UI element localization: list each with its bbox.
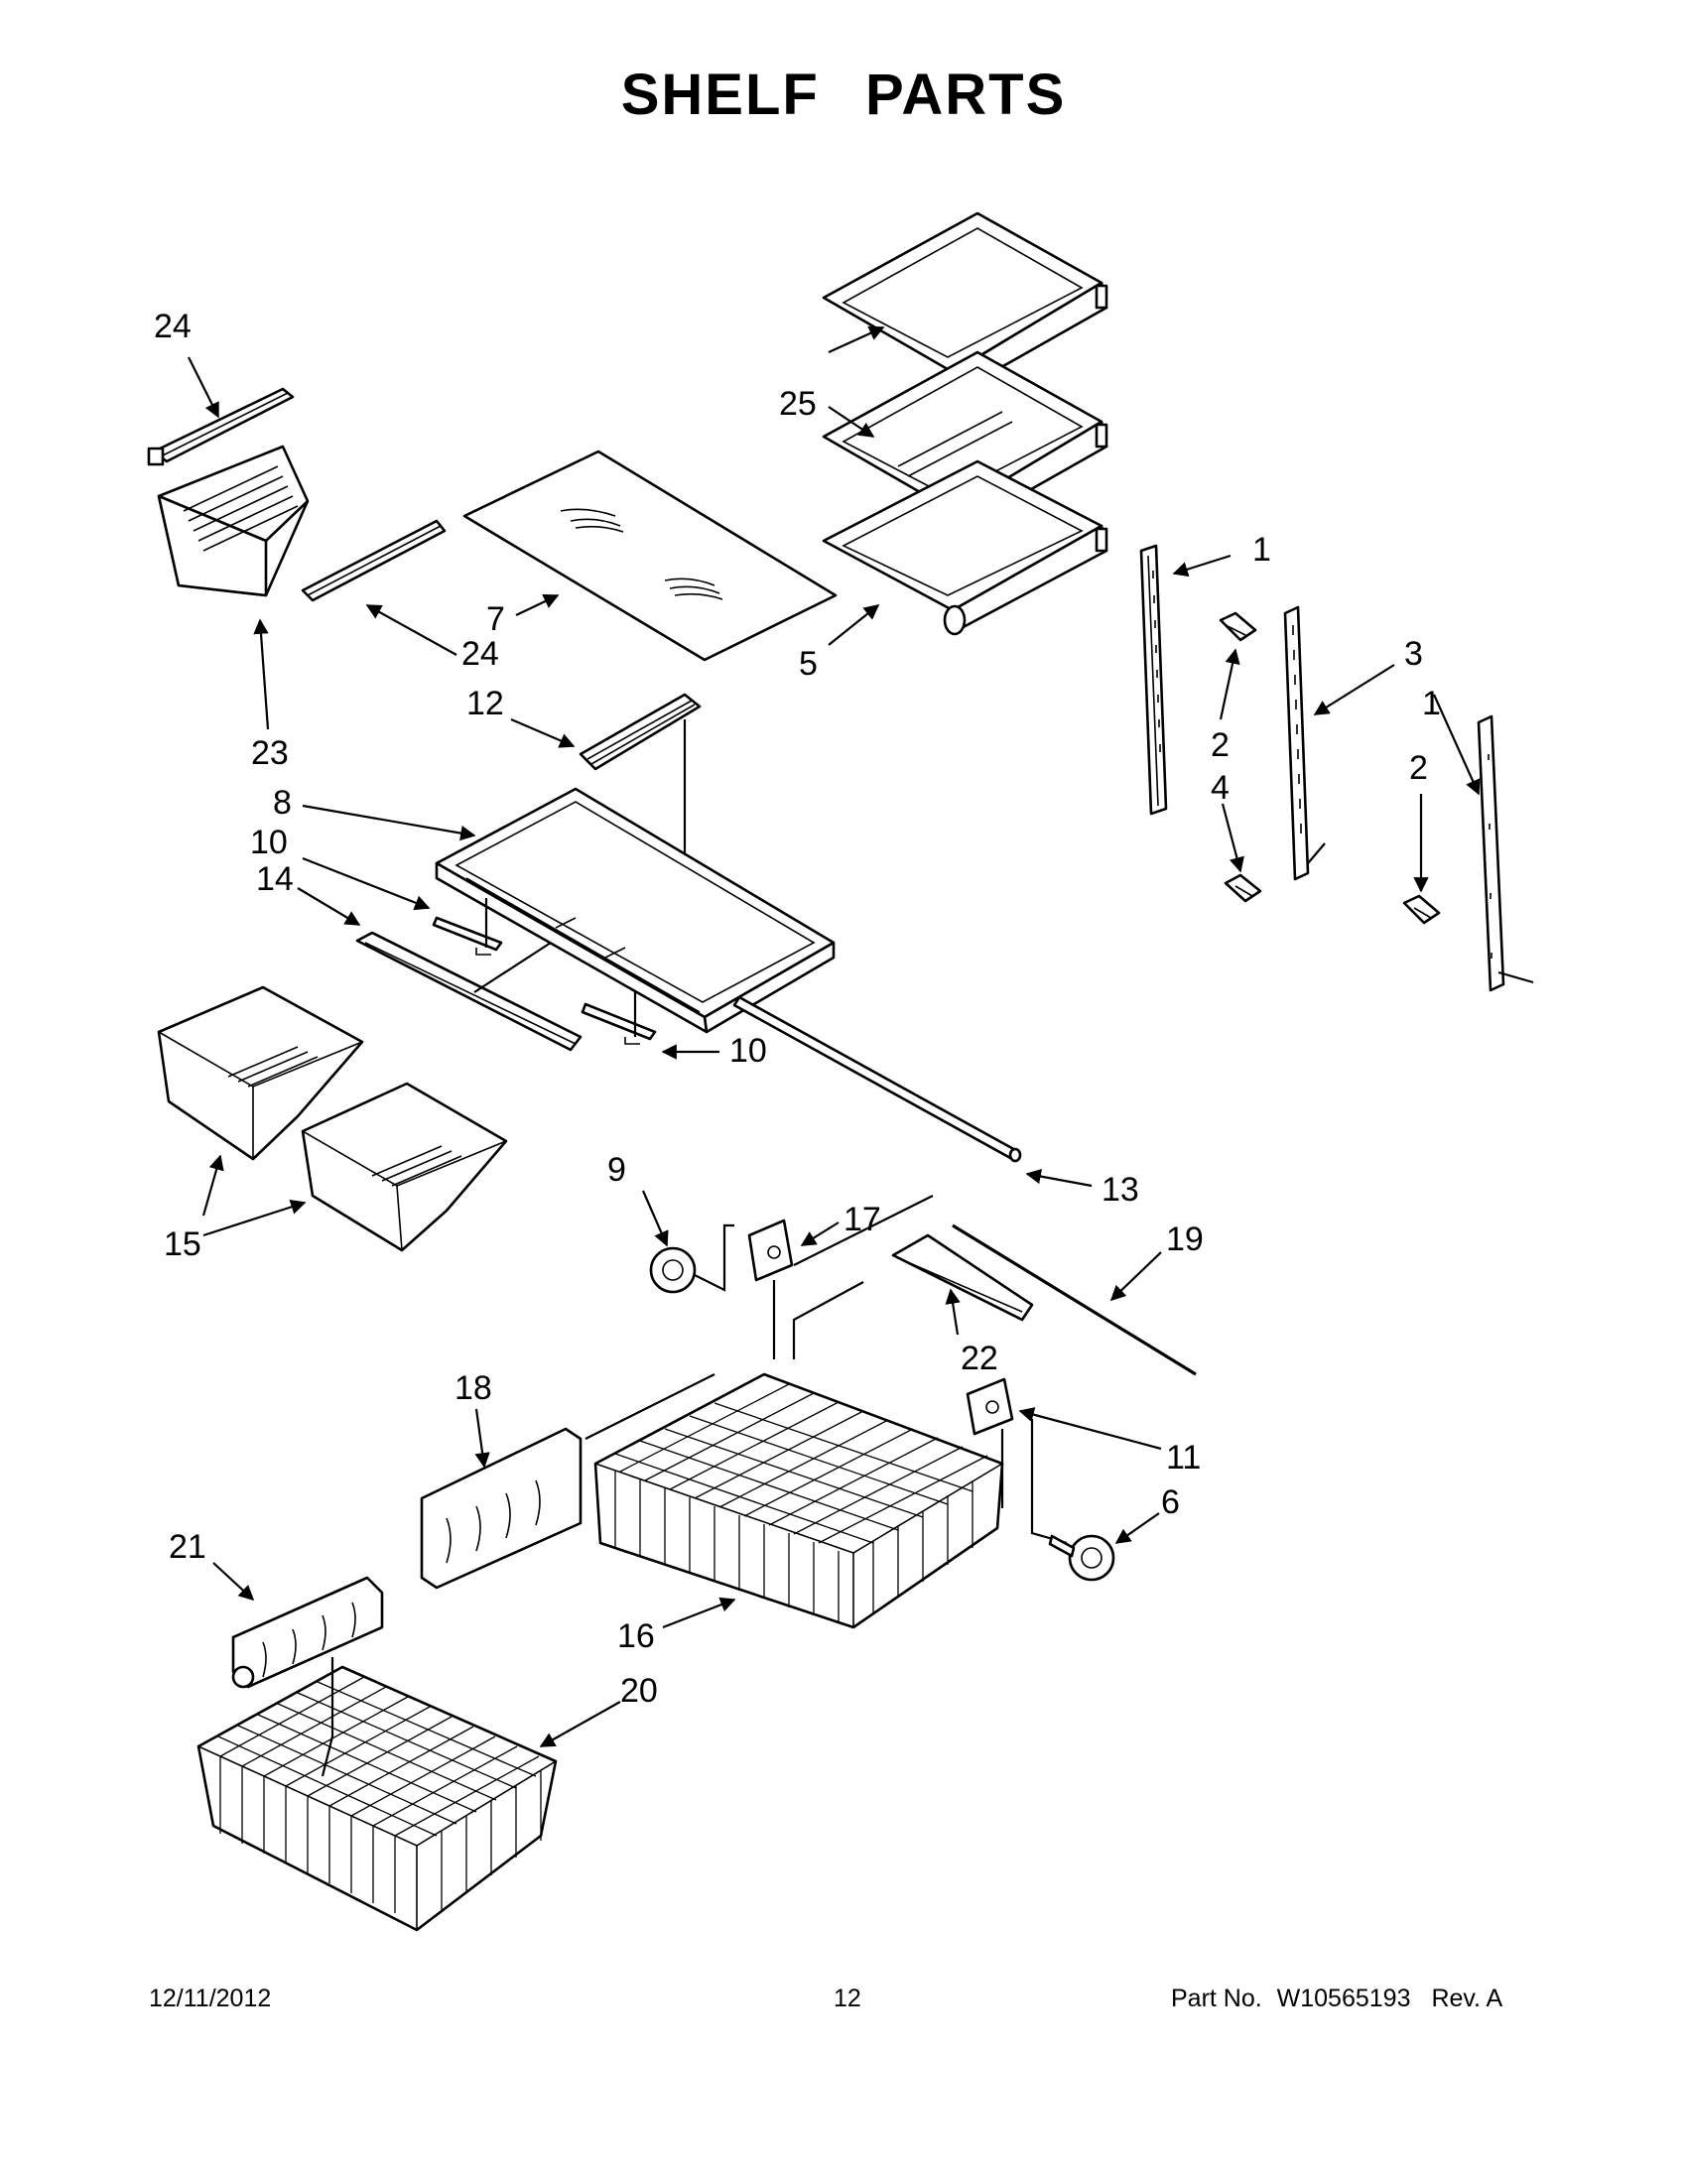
part-22-slide <box>792 1233 1034 1359</box>
part-11-bracket <box>966 1377 1068 1545</box>
callout-10-right: 10 <box>729 1032 767 1070</box>
part-1-left-rail <box>1139 544 1168 816</box>
footer-part-label: Part No. <box>1171 1985 1262 2012</box>
part-3-center-rail <box>1283 605 1326 881</box>
part-24-upper-slide-rail <box>147 387 295 466</box>
part-23-crisper-drawer <box>157 445 310 597</box>
part-21-divider <box>231 1576 384 1689</box>
part-10-right-shelf-clip <box>581 992 657 1045</box>
part-19-rod <box>952 1223 1197 1376</box>
callout-9: 9 <box>607 1151 626 1189</box>
callout-4: 4 <box>1211 769 1230 807</box>
part-12-shelf-bracket <box>579 693 702 863</box>
footer-revision: Rev. A <box>1431 1985 1503 2012</box>
callout-8: 8 <box>273 784 292 822</box>
part-13-shelf-rod <box>732 995 1022 1163</box>
callout-19: 19 <box>1166 1220 1204 1258</box>
callout-24-bottom: 24 <box>461 635 499 673</box>
part-18-divider <box>420 1373 715 1590</box>
footer-part-number: W10565193 <box>1276 1985 1411 2012</box>
callout-17: 17 <box>844 1201 881 1238</box>
title-word-2: PARTS <box>864 63 1067 127</box>
page-title: SHELF PARTS <box>0 62 1687 128</box>
callout-2-left: 2 <box>1211 726 1230 764</box>
callout-18: 18 <box>454 1369 492 1407</box>
callout-13: 13 <box>1102 1171 1139 1209</box>
title-word-1: SHELF <box>620 63 820 127</box>
callout-22: 22 <box>961 1340 998 1377</box>
callout-6: 6 <box>1161 1483 1180 1521</box>
callout-24-top: 24 <box>154 308 192 345</box>
callout-21: 21 <box>169 1528 206 1566</box>
callout-16: 16 <box>617 1617 655 1655</box>
callout-11: 11 <box>1166 1439 1201 1477</box>
footer-date: 12/11/2012 <box>149 1985 272 2012</box>
part-9-gear <box>649 1223 734 1294</box>
part-24-lower-slide-rail <box>301 519 447 602</box>
part-8-shelf-frame <box>435 787 836 1034</box>
part-4-screw <box>1224 873 1262 903</box>
callout-1-right: 1 <box>1422 685 1441 722</box>
leader-arrows <box>188 325 1481 1747</box>
part-2-upper-screw <box>1219 611 1257 642</box>
part-10-left-shelf-clip <box>432 898 503 956</box>
callout-3: 3 <box>1404 635 1423 673</box>
part-15-left-pan <box>157 985 364 1161</box>
callout-23: 23 <box>251 734 289 772</box>
callout-5: 5 <box>799 645 818 683</box>
part-20-lower-wire-basket <box>196 1657 558 1932</box>
callout-20: 20 <box>620 1672 658 1710</box>
callout-10-left: 10 <box>250 824 288 861</box>
callout-15: 15 <box>164 1225 201 1263</box>
part-16-upper-wire-basket <box>593 1372 1004 1629</box>
part-7-glass-shelf <box>462 450 838 662</box>
callout-labels: 24 25 5 7 24 12 23 8 10 14 10 13 15 1 3 … <box>154 308 1441 1710</box>
callout-2-right: 2 <box>1409 749 1428 787</box>
callout-12: 12 <box>466 685 504 722</box>
part-17-bracket <box>747 1195 934 1359</box>
part-15-right-pan <box>301 1082 508 1252</box>
part-6-gear <box>1048 1534 1115 1582</box>
footer-page-number: 12 <box>834 1985 861 2012</box>
callout-25: 25 <box>779 385 817 423</box>
footer-part-info: Part No. W10565193 Rev. A <box>1171 1985 1502 2013</box>
callout-7: 7 <box>486 600 505 638</box>
part-1-right-rail <box>1477 714 1534 992</box>
part-14-shelf-trim <box>355 931 583 1052</box>
callout-14: 14 <box>256 860 294 898</box>
part-5-lower-door-shelf <box>822 459 1108 636</box>
callout-1-left: 1 <box>1252 531 1271 569</box>
part-2-lower-screw <box>1402 894 1441 925</box>
